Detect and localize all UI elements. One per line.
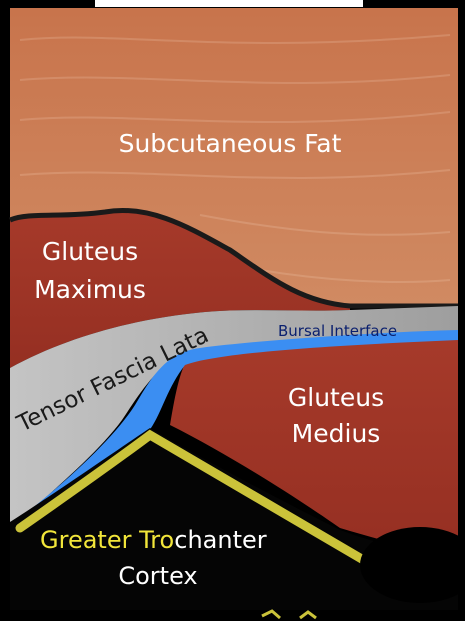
- label-gluteus-medius-line2: Medius: [292, 419, 381, 448]
- label-greater-trochanter-rest: chanter: [174, 526, 267, 554]
- bottom-artifact: [300, 612, 316, 618]
- label-greater-trochanter-highlight: Greater Tro: [40, 526, 174, 554]
- label-gluteus-maximus-line2: Maximus: [34, 275, 146, 304]
- label-gluteus-maximus-line1: Gluteus: [42, 237, 138, 266]
- label-bursal-interface: Bursal Interface: [278, 322, 397, 340]
- label-cortex: Cortex: [118, 562, 197, 590]
- label-subcutaneous-fat: Subcutaneous Fat: [119, 129, 342, 158]
- label-greater-trochanter: Greater Trochanter: [40, 526, 267, 554]
- label-gluteus-medius-line1: Gluteus: [288, 383, 384, 412]
- bottom-artifact: [262, 611, 280, 618]
